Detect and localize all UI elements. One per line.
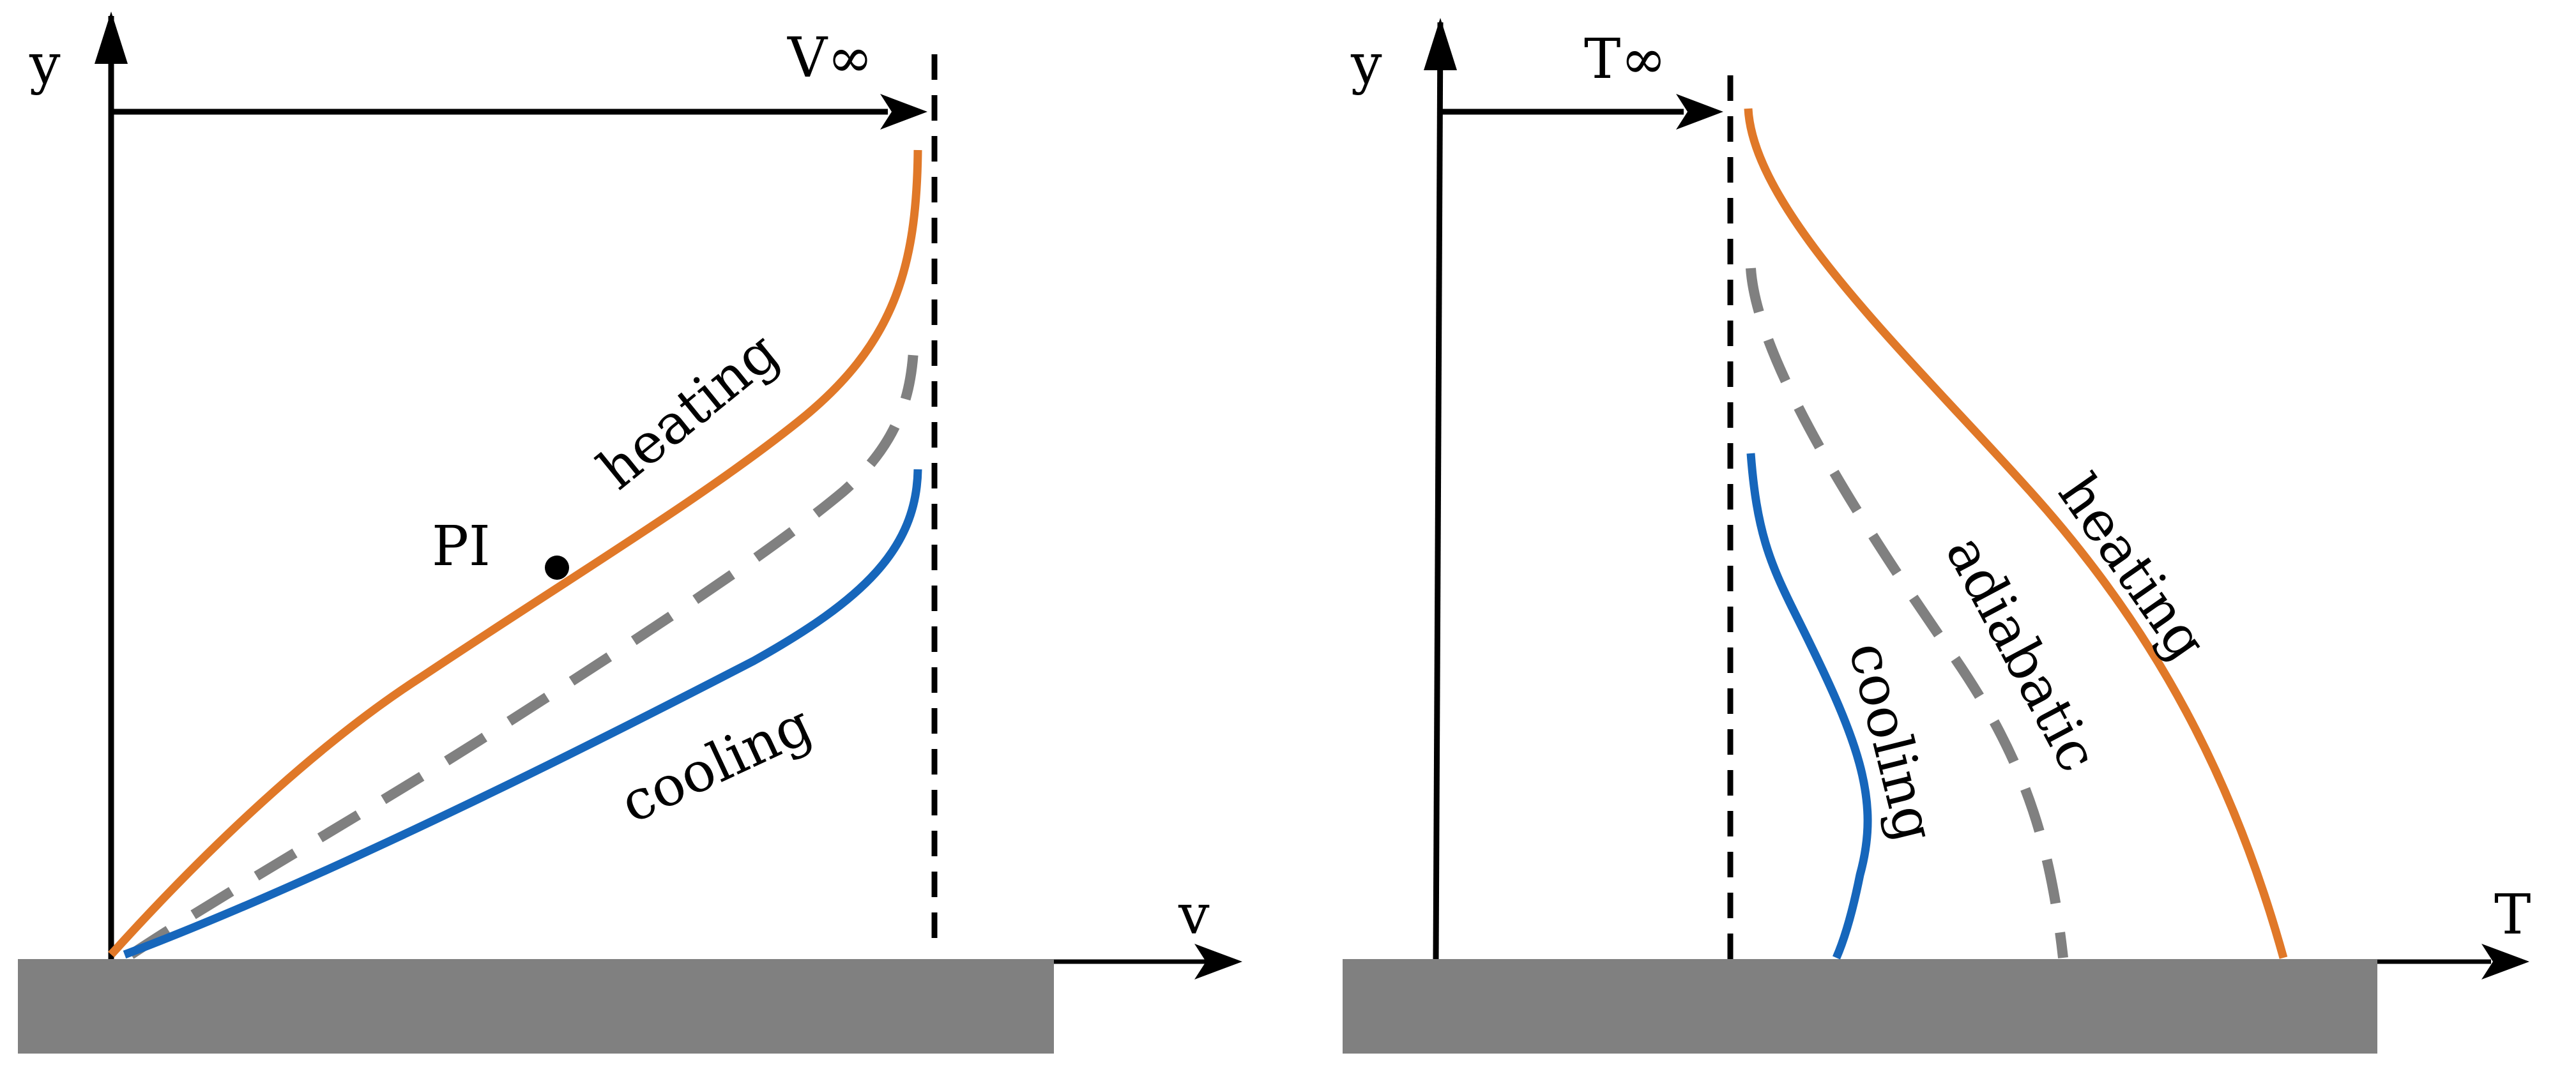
heating-label-left: heating bbox=[586, 320, 790, 502]
adiabatic-label-right: adiabatic bbox=[1933, 526, 2110, 782]
heating-profile-left bbox=[108, 149, 922, 958]
x-axis-label-right: T bbox=[2494, 883, 2531, 947]
y-axis-label-right: y bbox=[1350, 33, 1382, 96]
x-axis-label-left: v bbox=[1178, 883, 1210, 947]
velocity-panel: y v V∞ PI heating cooling bbox=[18, 11, 1242, 1054]
heating-label-right: heating bbox=[2046, 463, 2219, 672]
cooling-profile-right bbox=[1746, 453, 1872, 960]
adiabatic-profile-right bbox=[1746, 268, 2068, 958]
y-axis-arrowhead-right bbox=[1424, 18, 1457, 70]
adiabatic-profile-left bbox=[128, 351, 918, 959]
x-axis-arrowhead-left bbox=[1194, 944, 1242, 979]
freestream-temperature-label: T∞ bbox=[1584, 27, 1666, 91]
freestream-arrowhead-right bbox=[1676, 94, 1723, 130]
heating-profile-right bbox=[1744, 108, 2288, 959]
freestream-arrowhead-left bbox=[880, 94, 927, 130]
freestream-velocity-label: V∞ bbox=[787, 26, 873, 90]
y-axis-label-left: y bbox=[29, 33, 61, 96]
y-axis-arrowhead-left bbox=[95, 11, 128, 64]
wall-plate-right bbox=[1343, 959, 2377, 1054]
temperature-panel: y T T∞ heating adiabatic cooling bbox=[1343, 18, 2531, 1054]
wall-plate-left bbox=[18, 959, 1054, 1054]
x-axis-arrowhead-right bbox=[2481, 944, 2529, 979]
inflection-point-marker bbox=[545, 556, 569, 580]
cooling-profile-left bbox=[123, 469, 922, 959]
inflection-point-label: PI bbox=[432, 515, 491, 579]
y-axis-right bbox=[1433, 22, 1444, 960]
